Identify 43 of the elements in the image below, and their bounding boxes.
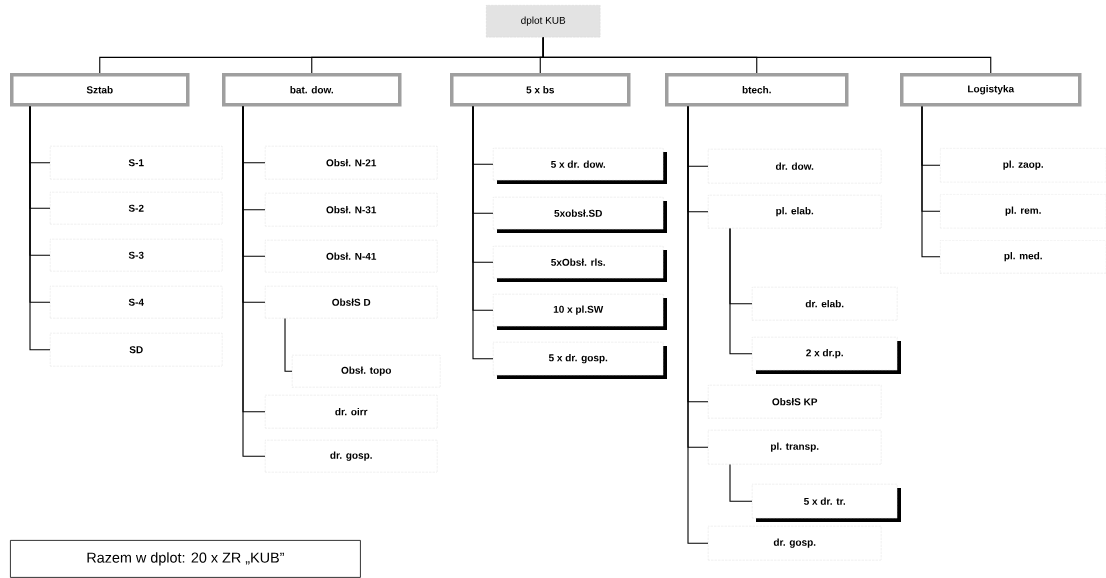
unit-box: Sztab: [10, 73, 190, 107]
subunit-box: S-4: [50, 286, 223, 319]
connector-line: [542, 36, 992, 74]
subunit-box: dr. dow.: [708, 149, 882, 184]
unit-box: 5 x bs: [450, 73, 631, 107]
subunit-box: dr. gosp.: [265, 440, 438, 473]
connector-line: [687, 105, 709, 544]
subunit-box: pl. med.: [940, 240, 1106, 274]
subunit-box: 10 x pl.SW: [493, 294, 667, 330]
subunit-box: S-3: [50, 239, 223, 272]
unit-box: bat. dow.: [222, 73, 402, 107]
subunit-box: 5xobsł.SD: [493, 197, 667, 233]
subunit-box: Obsł. N-31: [265, 193, 438, 227]
subunit-box: SD: [50, 333, 223, 367]
subunit-box: dr. gosp.: [708, 526, 882, 561]
connector-line: [472, 105, 494, 360]
subunit-box: S-1: [50, 146, 223, 180]
connector-line: [729, 463, 753, 502]
subunit-box: 2 x dr.p.: [752, 337, 901, 374]
subunit-box: pl. zaop.: [940, 148, 1106, 183]
subunit-box: ObsłS D: [265, 286, 438, 319]
connector-line: [921, 105, 941, 258]
subunit-box: ObsłS KP: [708, 385, 882, 419]
subunit-box: Obsł. N-41: [265, 240, 438, 273]
subunit-box: 5 x dr. gosp.: [493, 342, 667, 379]
subunit-box: Obsł. N-21: [265, 146, 438, 180]
subunit-box: 5 x dr. dow.: [493, 148, 667, 184]
root-box: dplot KUB: [486, 5, 601, 38]
subunit-box: dr. oirr: [265, 395, 438, 429]
subunit-box: pl. elab.: [708, 195, 882, 229]
unit-box: btech.: [665, 73, 849, 107]
connector-line: [729, 227, 753, 355]
connector-line: [29, 105, 51, 351]
connector-line: [284, 317, 293, 372]
subunit-box: pl. transp.: [708, 430, 882, 465]
subunit-box: Obsł. topo: [292, 355, 441, 388]
subunit-box: dr. elab.: [752, 287, 898, 321]
unit-box: Logistyka: [900, 73, 1082, 107]
subunit-box: 5 x dr. tr.: [752, 484, 901, 522]
subunit-box: S-2: [50, 192, 223, 225]
summary-box: Razem w dplot: 20 x ZR „KUB”: [10, 540, 361, 578]
subunit-box: 5xObsł. rls.: [493, 246, 667, 282]
subunit-box: pl. rem.: [940, 194, 1106, 229]
